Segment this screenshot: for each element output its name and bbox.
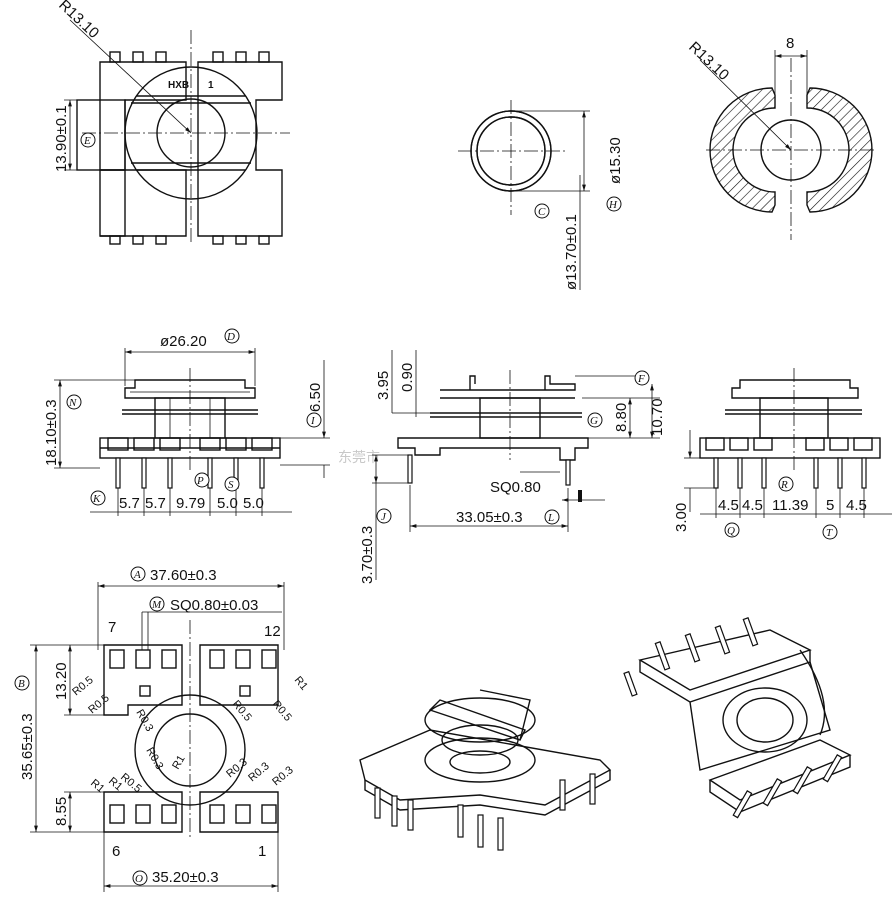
ref-K: K xyxy=(92,493,101,505)
ref-Q: Q xyxy=(727,525,735,537)
ref-N: N xyxy=(68,397,77,409)
ref-H: H xyxy=(608,199,618,211)
dim-33-05: 33.05±0.3 xyxy=(456,509,523,526)
back-view: 3.00 4.5 4.5 11.39 5 4.5 Q R T xyxy=(673,368,892,540)
dim-26-20: ø26.20 xyxy=(160,333,207,350)
isometric-view-b xyxy=(623,617,852,819)
pin-one-marking: 1 xyxy=(208,80,214,91)
dim-10-70: 10.70 xyxy=(649,398,666,436)
ref-A: A xyxy=(133,569,141,581)
dim-bottom-3: 5.0 xyxy=(217,495,238,512)
ref-C: C xyxy=(538,206,546,218)
pin-6: 6 xyxy=(112,843,120,860)
dim-18-10: 18.10±0.3 xyxy=(43,399,60,466)
dim-0-90: 0.90 xyxy=(399,363,416,392)
front-view: ø26.20 D 18.10±0.3 N 6.50 I 5.7 5.7 9.79… xyxy=(43,328,330,516)
pin-12: 12 xyxy=(264,623,281,640)
ref-P: P xyxy=(196,475,204,487)
ref-O: O xyxy=(135,873,143,885)
dim-13-20: 13.20 xyxy=(53,662,70,700)
ref-L: L xyxy=(547,512,554,524)
watermark: 东莞市 xyxy=(338,449,380,466)
dim-bottom-2: 9.79 xyxy=(176,495,205,512)
dim-35-65: 35.65±0.3 xyxy=(19,713,36,780)
top-view: HXB 1 R13.10 13.90±0.1 E xyxy=(53,0,290,245)
pin-1: 1 xyxy=(258,843,266,860)
radius-label-a: R13.10 xyxy=(55,0,102,42)
dim-right-0: 4.5 xyxy=(718,497,739,514)
radius-r03-e: R0.3 xyxy=(270,764,296,788)
ref-T: T xyxy=(826,527,833,539)
dim-13-90: 13.90±0.1 xyxy=(53,105,70,172)
dim-right-1: 4.5 xyxy=(742,497,763,514)
ref-I: I xyxy=(310,415,316,427)
radius-r05-d: R0.5 xyxy=(270,698,294,724)
dim-3-70: 3.70±0.3 xyxy=(359,526,376,584)
pin-7: 7 xyxy=(108,619,116,636)
dim-3-95: 3.95 xyxy=(375,371,392,400)
radius-r03-a: R0.3 xyxy=(133,708,155,734)
radius-r05-b: R0.5 xyxy=(86,692,112,716)
dim-bottom-0: 5.7 xyxy=(119,495,140,512)
radius-label-b: R13.10 xyxy=(685,38,732,83)
radius-r05-c: R0.5 xyxy=(230,698,254,724)
dim-15-30: ø15.30 xyxy=(607,137,624,184)
ref-S: S xyxy=(228,479,234,491)
dim-6-50: 6.50 xyxy=(307,383,324,412)
ref-R: R xyxy=(780,479,788,491)
radius-r03-d: R0.3 xyxy=(246,760,272,784)
sq-0-80: SQ0.80 xyxy=(490,479,541,496)
dim-bottom-1: 5.7 xyxy=(145,495,166,512)
dim-8-55: 8.55 xyxy=(53,797,70,826)
dim-35-20: 35.20±0.3 xyxy=(152,869,219,886)
radius-r03-c: R0.3 xyxy=(224,756,250,780)
tube-section: ø15.30 H ø13.70±0.1 C xyxy=(458,100,624,290)
dim-right-2: 11.39 xyxy=(772,497,808,514)
radius-r03-b: R0.3 xyxy=(143,746,165,772)
dim-8-80: 8.80 xyxy=(613,403,630,432)
side-view: 3.95 0.90 F G 8.80 10.70 SQ0.80 33.05±0.… xyxy=(359,350,666,584)
radius-r1-b: R1 xyxy=(170,753,187,771)
ref-E: E xyxy=(83,135,91,147)
flange-section: 8 R13.10 xyxy=(685,35,876,240)
ref-M: M xyxy=(151,599,162,611)
dim-37-60: 37.60±0.3 xyxy=(150,567,217,584)
dim-13-70: ø13.70±0.1 xyxy=(563,214,580,290)
hxb-marking: HXB xyxy=(168,80,189,91)
ref-G: G xyxy=(590,415,598,427)
ref-J: J xyxy=(381,511,387,523)
ref-F: F xyxy=(637,373,645,385)
dim-8: 8 xyxy=(786,35,794,52)
dim-right-3: 5 xyxy=(826,497,834,514)
bottom-view: A 37.60±0.3 M SQ0.80±0.03 7 12 B 35.65±0… xyxy=(14,566,310,892)
dim-right-4: 4.5 xyxy=(846,497,867,514)
ref-B: B xyxy=(18,678,25,690)
radius-r1-a: R1 xyxy=(292,674,310,692)
radius-r05-a: R0.5 xyxy=(70,674,96,698)
isometric-view-a xyxy=(359,689,612,851)
sq-0-80-tol: SQ0.80±0.03 xyxy=(170,597,258,614)
ref-D: D xyxy=(226,331,235,343)
dim-3-00: 3.00 xyxy=(673,503,690,532)
dim-bottom-4: 5.0 xyxy=(243,495,264,512)
